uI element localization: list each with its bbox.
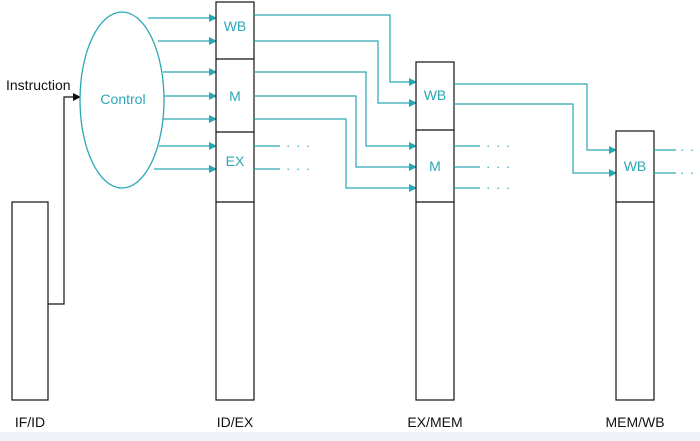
m-out-2-ellipsis: · · · bbox=[486, 159, 511, 174]
m-pass-1 bbox=[254, 71, 417, 150]
id-ex-frame bbox=[215, 1, 255, 401]
id-ex-wb-field: WB bbox=[224, 18, 247, 34]
ex-stage-outputs: · · · · · · bbox=[254, 138, 311, 176]
mem-stage-outputs: · · · · · · · · · bbox=[454, 138, 511, 195]
control-unit bbox=[79, 11, 165, 189]
wb-pass-1 bbox=[254, 14, 417, 86]
ex-out-2-ellipsis: · · · bbox=[286, 161, 311, 176]
mem-wb-register: WB bbox=[615, 130, 655, 401]
instruction-line bbox=[48, 93, 81, 305]
bottom-band bbox=[0, 432, 700, 441]
m-out-1-ellipsis: · · · bbox=[486, 138, 511, 153]
instruction-label: Instruction bbox=[6, 77, 71, 93]
ex-mem-frame bbox=[415, 61, 455, 401]
mem-wb-frame bbox=[615, 130, 655, 401]
mem-wb-label: MEM/WB bbox=[605, 414, 664, 430]
wb-out-1-ellipsis: · · · bbox=[680, 142, 700, 157]
id-ex-register: WB M EX bbox=[215, 1, 255, 401]
wb-final-1 bbox=[454, 83, 617, 154]
mem-wb-wb-field: WB bbox=[624, 158, 647, 174]
wb-final-2 bbox=[454, 103, 617, 177]
exmem-to-memwb-signals bbox=[454, 83, 617, 177]
id-ex-m-field: M bbox=[229, 88, 241, 104]
ex-mem-register: WB M bbox=[415, 61, 455, 401]
if-id-label: IF/ID bbox=[15, 414, 45, 430]
ex-out-1-ellipsis: · · · bbox=[286, 138, 311, 153]
wb-stage-outputs: · · · · · · bbox=[654, 142, 700, 180]
wb-out-2-ellipsis: · · · bbox=[680, 165, 700, 180]
m-pass-2 bbox=[254, 95, 417, 171]
id-ex-ex-field: EX bbox=[226, 153, 245, 169]
id-ex-label: ID/EX bbox=[217, 414, 254, 430]
ex-mem-m-field: M bbox=[429, 158, 441, 174]
m-out-3-ellipsis: · · · bbox=[486, 180, 511, 195]
ex-mem-label: EX/MEM bbox=[407, 414, 462, 430]
ex-mem-wb-field: WB bbox=[424, 87, 447, 103]
if-id-register bbox=[11, 201, 49, 401]
idex-to-exmem-signals bbox=[254, 14, 417, 192]
m-pass-3 bbox=[254, 118, 417, 192]
control-label: Control bbox=[100, 91, 145, 107]
wb-pass-2 bbox=[254, 40, 417, 107]
control-to-idex-signals bbox=[148, 14, 217, 173]
